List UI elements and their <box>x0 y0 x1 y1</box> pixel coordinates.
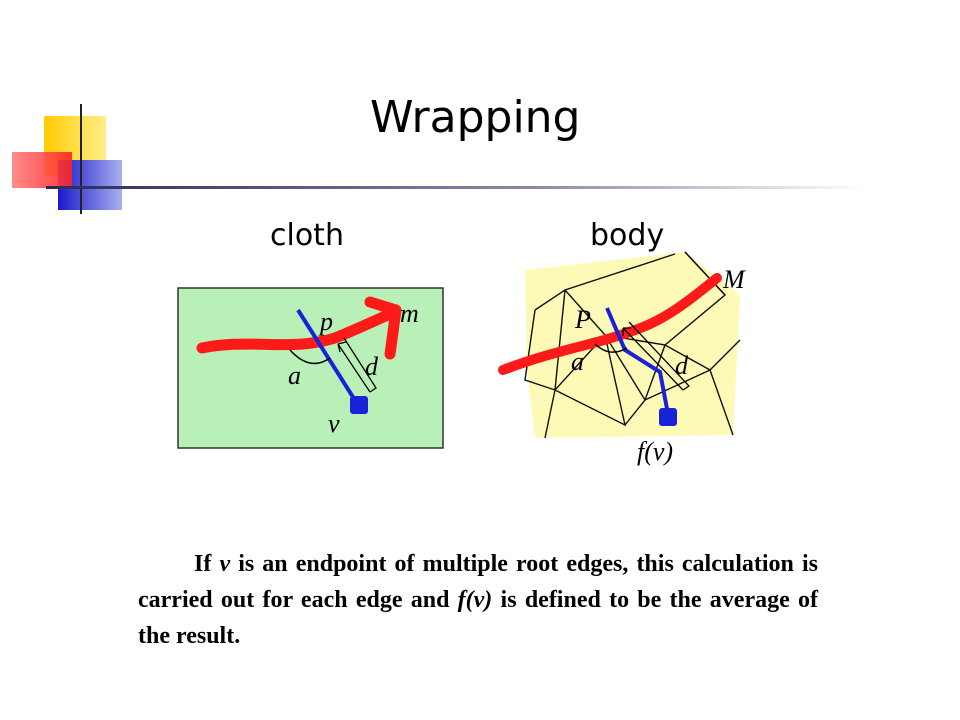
cloth-label-v: v <box>328 409 340 438</box>
paragraph-part-1: If <box>194 551 220 577</box>
body-root-edge <box>605 307 670 415</box>
slide-decoration <box>12 104 866 214</box>
paragraph-var-v: v <box>219 551 231 577</box>
cloth-vertex <box>350 396 368 414</box>
cloth-path-curve <box>196 306 401 354</box>
cloth-diagram: p m a d v <box>170 280 460 470</box>
paragraph-var-fv: f(v) <box>457 587 493 613</box>
cloth-root-edge <box>296 308 360 407</box>
body-label-P: P <box>574 305 591 334</box>
cloth-label-d: d <box>365 352 379 381</box>
body-diagram: P M a d f(v) <box>495 250 765 470</box>
body-vertex <box>659 408 677 426</box>
body-angle-arc <box>594 343 628 353</box>
body-distance-arrow <box>622 321 690 391</box>
paragraph-part-2: is an endpoint of multiple root edges, t… <box>138 551 818 613</box>
red-square <box>12 152 72 188</box>
explanation-paragraph: If v is an endpoint of multiple root edg… <box>138 546 818 654</box>
title-rule <box>46 186 866 189</box>
caption-cloth: cloth <box>270 218 344 253</box>
caption-body: body <box>590 218 665 253</box>
slide-title: Wrapping <box>370 92 581 143</box>
cloth-label-m: m <box>400 299 419 328</box>
cloth-label-a: a <box>288 361 301 390</box>
body-label-d: d <box>675 351 689 380</box>
body-label-M: M <box>722 265 746 294</box>
body-path-curve <box>498 273 722 375</box>
paragraph-part-3: is defined to be the average of the resu… <box>138 587 818 649</box>
cloth-path-arrowhead <box>364 296 402 360</box>
cloth-distance-arrow <box>337 337 377 393</box>
body-label-fv: f(v) <box>637 437 673 466</box>
cloth-label-p: p <box>318 307 333 336</box>
body-label-a: a <box>571 347 584 376</box>
cloth-angle-arc <box>289 349 331 365</box>
